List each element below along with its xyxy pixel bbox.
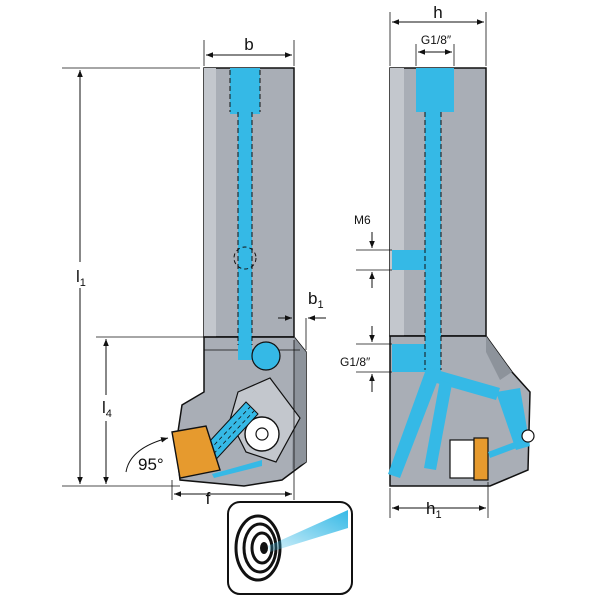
side-port-g18 [392,344,428,372]
side-port-m6 [392,250,428,270]
shank-shade [204,68,216,337]
dim-h1-label: h1 [426,499,442,521]
angle-arc [125,437,169,473]
dim-b-label: b [244,35,253,54]
dim-b1-label: b1 [308,289,324,311]
coolant-channel-main [238,112,252,360]
side-insert-seat [449,439,475,479]
head-shade [292,337,306,470]
dim-f-label: f [206,489,211,508]
coolant-jet-right [488,440,522,458]
m6-label: M6 [354,213,371,227]
cross-bore-hidden [233,246,257,270]
coolant-beam [268,510,348,552]
cross-bore-head [251,341,281,371]
side-channel-branch-a [388,372,441,478]
dim-h-label: h [433,3,442,22]
side-channel-main [425,110,441,372]
side-insert [473,437,489,481]
thread-side-label: G1/8″ [340,355,371,369]
coolant-jet-left [212,460,262,478]
side-channel-branch-c [424,380,452,470]
side-screw [521,429,535,443]
dim-l4-label: l4 [102,398,112,420]
dim-l1-label: l1 [76,267,86,289]
side-view: h G1/8″ M6 G1/8″ h1 [340,3,535,521]
coolant-port-top [230,68,260,114]
thread-top-label: G1/8″ [421,33,452,47]
angle-label: 95° [138,455,164,474]
side-port-top [416,68,454,112]
side-channel-branch-b [426,368,500,400]
insert [171,425,221,479]
side-channel-nozzle [496,388,530,450]
clamp-screw [244,416,280,452]
front-view: b l1 l4 b1 f 95° [62,35,326,508]
internal-coolant-target-icon [227,501,353,595]
